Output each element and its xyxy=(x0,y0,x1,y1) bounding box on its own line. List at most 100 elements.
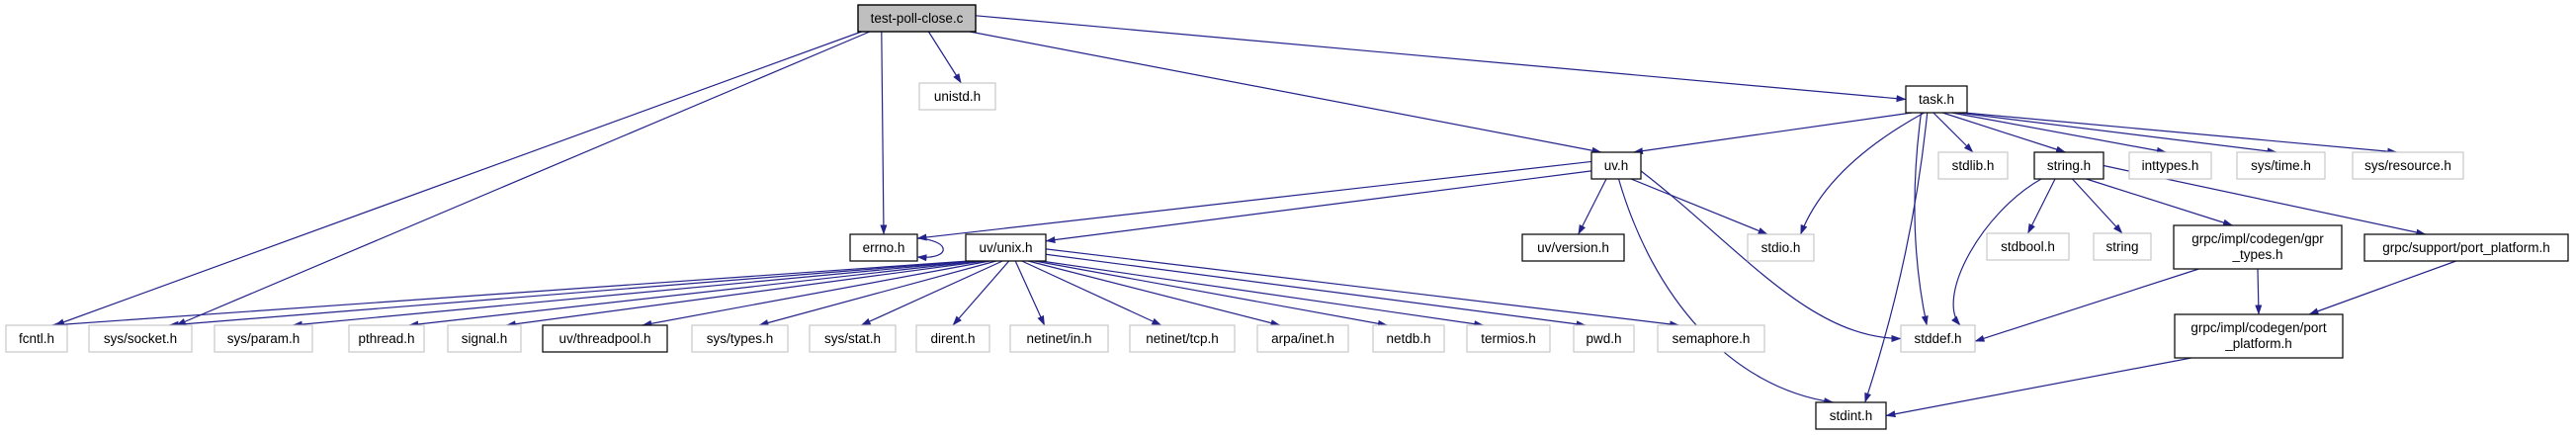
node-box-string[interactable] xyxy=(2093,232,2152,261)
node-box-implpp[interactable] xyxy=(2174,313,2344,359)
edge-uvunix-to-netinettcp xyxy=(1021,260,1162,326)
nodes-layer: test-poll-close.c unistd.h task.h uv.h stdli… xyxy=(5,4,2569,430)
node-fcntl[interactable]: fcntl.h xyxy=(5,324,68,353)
node-sysresource[interactable]: sys/resource.h xyxy=(2352,151,2464,180)
node-box-systime[interactable] xyxy=(2236,151,2326,180)
node-box-inttypes[interactable] xyxy=(2128,151,2212,180)
node-box-uv[interactable] xyxy=(1590,151,1642,180)
node-supportpp[interactable]: grpc/support/port_platform.h xyxy=(2363,233,2569,262)
node-uv[interactable]: uv.h xyxy=(1590,151,1642,180)
node-box-stdio[interactable] xyxy=(1747,233,1815,262)
node-stdint[interactable]: stdint.h xyxy=(1815,401,1887,430)
node-label-stddef: stddef.h xyxy=(1914,331,1961,346)
edge-stringh-to-string xyxy=(2072,178,2123,234)
edge-uv-to-stdint xyxy=(1617,178,1835,405)
node-box-stdbool[interactable] xyxy=(1986,232,2070,261)
node-box-gprtypes[interactable] xyxy=(2173,224,2343,270)
node-string[interactable]: string xyxy=(2093,232,2152,261)
node-label-systime: sys/time.h xyxy=(2251,158,2311,173)
node-implpp[interactable]: grpc/impl/codegen/port_platform.h xyxy=(2174,313,2344,359)
node-termios[interactable]: termios.h xyxy=(1466,324,1551,353)
node-stringh[interactable]: string.h xyxy=(2033,151,2104,180)
node-syssocket[interactable]: sys/socket.h xyxy=(88,324,193,353)
node-box-pthread[interactable] xyxy=(348,324,425,353)
node-box-task[interactable] xyxy=(1905,85,1968,114)
node-uvversion[interactable]: uv/version.h xyxy=(1521,233,1625,262)
node-box-netinetin[interactable] xyxy=(1009,324,1109,353)
node-label-termios: termios.h xyxy=(1481,331,1536,346)
node-box-unistd[interactable] xyxy=(918,82,996,111)
node-uvthreadpool[interactable]: uv/threadpool.h xyxy=(542,324,668,353)
edge-uv-to-uvversion xyxy=(1578,178,1607,235)
node-box-syssocket[interactable] xyxy=(88,324,193,353)
node-label-stdint: stdint.h xyxy=(1830,408,1873,423)
node-box-stringh[interactable] xyxy=(2033,151,2104,180)
node-unistd[interactable]: unistd.h xyxy=(918,82,996,111)
node-box-stddef[interactable] xyxy=(1900,324,1976,353)
node-label-gprtypes: grpc/impl/codegen/gpr_types.h xyxy=(2191,231,2324,262)
edge-uvunix-to-termios xyxy=(1041,260,1485,328)
node-arpainet[interactable]: arpa/inet.h xyxy=(1256,324,1349,353)
node-box-arpainet[interactable] xyxy=(1256,324,1349,353)
node-systypes[interactable]: sys/types.h xyxy=(691,324,789,353)
node-task[interactable]: task.h xyxy=(1905,85,1968,114)
node-sysstat[interactable]: sys/stat.h xyxy=(809,324,897,353)
node-box-stdint[interactable] xyxy=(1815,401,1887,430)
node-box-termios[interactable] xyxy=(1466,324,1551,353)
node-pwd[interactable]: pwd.h xyxy=(1573,324,1635,353)
node-uvunix[interactable]: uv/unix.h xyxy=(965,233,1047,262)
node-gprtypes[interactable]: grpc/impl/codegen/gpr_types.h xyxy=(2173,224,2343,270)
node-box-uvunix[interactable] xyxy=(965,233,1047,262)
node-label-pwd: pwd.h xyxy=(1586,331,1621,346)
node-box-fcntl[interactable] xyxy=(5,324,68,353)
edges-layer xyxy=(51,15,2456,418)
node-label-sysstat: sys/stat.h xyxy=(824,331,881,346)
node-netinettcp[interactable]: netinet/tcp.h xyxy=(1129,324,1236,353)
node-box-uvversion[interactable] xyxy=(1521,233,1625,262)
node-inttypes[interactable]: inttypes.h xyxy=(2128,151,2212,180)
node-stdlib[interactable]: stdlib.h xyxy=(1937,151,2009,180)
node-box-pwd[interactable] xyxy=(1573,324,1635,353)
node-label-inttypes: inttypes.h xyxy=(2142,158,2199,173)
node-box-stdlib[interactable] xyxy=(1937,151,2009,180)
node-netdb[interactable]: netdb.h xyxy=(1372,324,1445,353)
node-netinetin[interactable]: netinet/in.h xyxy=(1009,324,1109,353)
node-box-semaphore[interactable] xyxy=(1657,324,1765,353)
node-label-sysparam: sys/param.h xyxy=(227,331,301,346)
node-pthread[interactable]: pthread.h xyxy=(348,324,425,353)
edge-gprtypes-to-stddef xyxy=(1974,268,2199,342)
node-label-stdio: stdio.h xyxy=(1761,240,1801,255)
node-semaphore[interactable]: semaphore.h xyxy=(1657,324,1765,353)
node-label-systypes: sys/types.h xyxy=(707,331,774,346)
node-box-supportpp[interactable] xyxy=(2363,233,2569,262)
node-box-signal[interactable] xyxy=(447,324,522,353)
node-stddef[interactable]: stddef.h xyxy=(1900,324,1976,353)
node-dirent[interactable]: dirent.h xyxy=(915,324,990,353)
node-label-arpainet: arpa/inet.h xyxy=(1271,331,1334,346)
node-label-stdlib: stdlib.h xyxy=(1952,158,1995,173)
edge-root-to-syssocket xyxy=(175,31,871,326)
node-box-sysstat[interactable] xyxy=(809,324,897,353)
node-box-systypes[interactable] xyxy=(691,324,789,353)
node-box-dirent[interactable] xyxy=(915,324,990,353)
node-label-root: test-poll-close.c xyxy=(871,11,964,26)
edge-uvunix-to-pwd xyxy=(1045,253,1587,328)
node-systime[interactable]: sys/time.h xyxy=(2236,151,2326,180)
node-signal[interactable]: signal.h xyxy=(447,324,522,353)
node-box-netinettcp[interactable] xyxy=(1129,324,1236,353)
node-stdbool[interactable]: stdbool.h xyxy=(1986,232,2070,261)
edge-errno-to-errno xyxy=(916,237,944,262)
node-box-uvthreadpool[interactable] xyxy=(542,324,668,353)
edge-root-to-fcntl xyxy=(54,31,862,326)
node-box-sysresource[interactable] xyxy=(2352,151,2464,180)
node-box-netdb[interactable] xyxy=(1372,324,1445,353)
node-label-syssocket: sys/socket.h xyxy=(104,331,177,346)
node-box-sysparam[interactable] xyxy=(214,324,313,353)
node-box-errno[interactable] xyxy=(849,233,918,262)
node-label-netdb: netdb.h xyxy=(1386,331,1430,346)
node-errno[interactable]: errno.h xyxy=(849,233,918,262)
node-sysparam[interactable]: sys/param.h xyxy=(214,324,313,353)
node-root: test-poll-close.c xyxy=(857,4,977,33)
node-stdio[interactable]: stdio.h xyxy=(1747,233,1815,262)
node-label-uv: uv.h xyxy=(1604,158,1629,173)
